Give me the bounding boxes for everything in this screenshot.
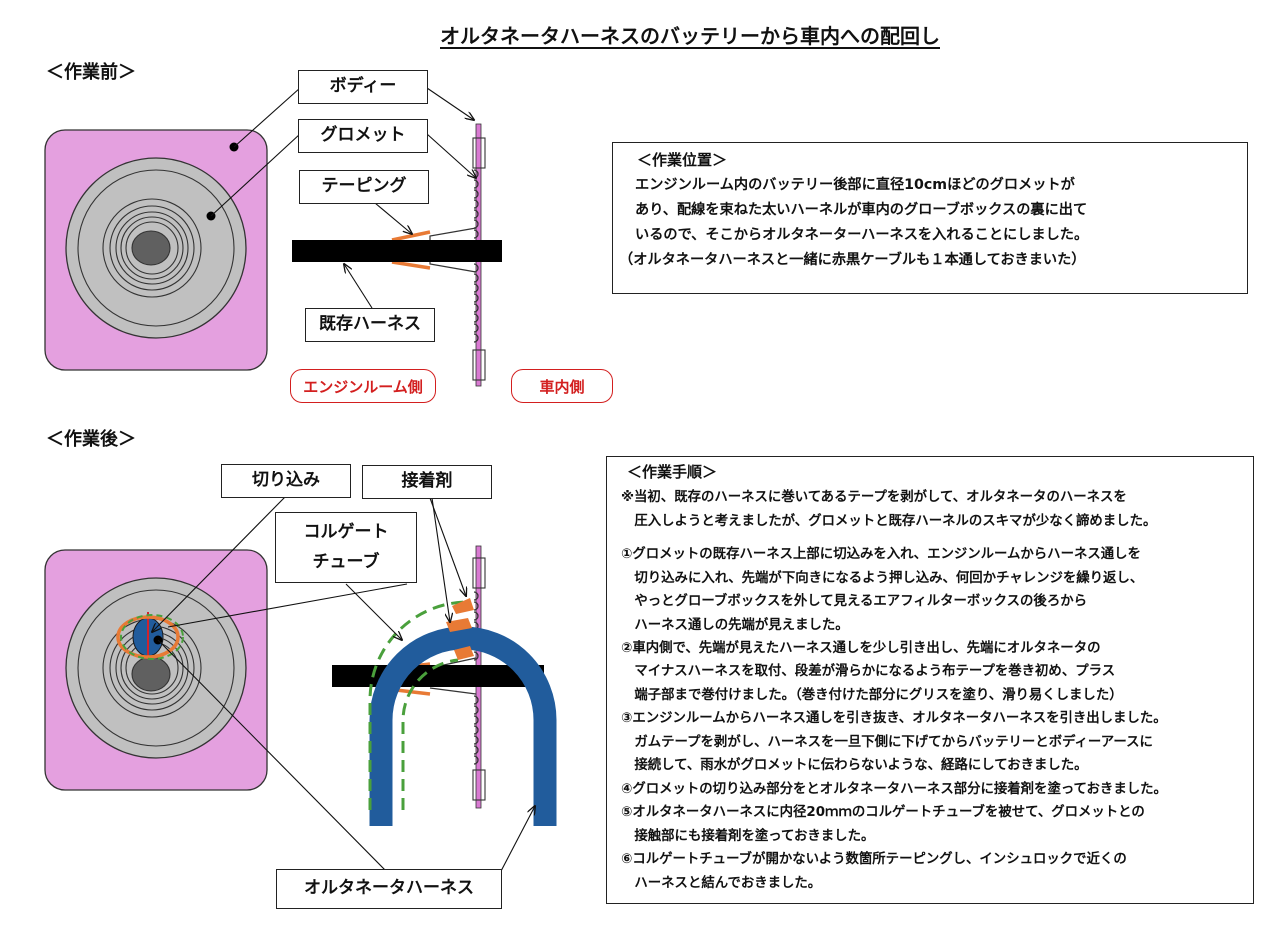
work-procedure-lines: ※当初、既存のハーネスに巻いてあるテープを剥がして、オルタネータのハーネスを 圧… [621,486,1249,895]
after-grommet-front-view [44,496,408,874]
label-cabin-side: 車内側 [511,369,613,403]
label-adhesive: 接着剤 [362,465,492,499]
label-cut: 切り込み [221,464,351,498]
procedure-line: ※当初、既存のハーネスに巻いてあるテープを剥がして、オルタネータのハーネスを [621,490,1127,506]
work-position-line: エンジンルーム内のバッテリー後部に直径10cmほどのグロメットが [635,177,1075,194]
label-corrugate-tube: コルゲート チューブ [275,512,417,583]
work-position-heading: ＜作業位置＞ [637,151,728,169]
procedure-line: ②車内側で、先端が見えたハーネス通しを少し引き出し、先端にオルタネータの [621,640,1101,656]
procedure-line: 端子部まで巻付けました。（巻き付けた部分にグリスを塗り、滑り易くしました） [621,687,1123,703]
procedure-line: ④グロメットの切り込み部分をとオルタネータハーネス部分に接着剤を塗っておきました… [621,781,1167,797]
label-engine-room-side: エンジンルーム側 [290,369,436,403]
procedure-line: ハーネスと結んでおきました。 [621,875,822,891]
after-grommet-section-view [332,497,557,874]
after-section-label: ＜作業後＞ [46,429,136,450]
page-title: オルタネータハーネスのバッテリーから車内への配回し [440,24,940,48]
existing-harness-bar [292,240,502,262]
work-position-box: ＜作業位置＞ エンジンルーム内のバッテリー後部に直径10cmほどのグロメットが … [612,142,1248,294]
label-existing-harness: 既存ハーネス [305,308,435,342]
procedure-line: 接続して、雨水がグロメットに伝わらないような、経路にしておきました。 [621,758,1088,774]
before-grommet-section-view [292,87,502,387]
work-position-line: いるので、そこからオルタネーターハーネスを入れることにしました。 [635,226,1089,243]
procedure-line: やっとグローブボックスを外して見えるエアフィルターボックスの後ろから [621,594,1087,610]
label-taping: テーピング [299,170,429,204]
work-position-line: あり、配線を束ねた太いハーネルが車内のグローブボックスの裏に出て [635,202,1088,219]
work-position-line: （オルタネータハーネスと一緒に赤黒ケーブルも１本通しておきまいた） [619,251,1086,268]
procedure-line: マイナスハーネスを取付、段差が滑らかになるよう布テープを巻き初め、プラス [621,664,1116,680]
procedure-line: 圧入しようと考えましたが、グロメットと既存ハーネルのスキマが少なく諦めました。 [621,513,1157,529]
procedure-line: ③エンジンルームからハーネス通しを引き抜き、オルタネータハーネスを引き出しました… [621,711,1167,727]
work-procedure-heading: ＜作業手順＞ [627,463,718,481]
procedure-line: ⑥コルゲートチューブが開かないよう数箇所テーピングし、インシュロックで近くの [621,852,1127,868]
procedure-line: ハーネス通しの先端が見えました。 [621,617,849,633]
label-corrugate-line1: コルゲート [303,521,389,542]
procedure-line: ①グロメットの既存ハーネス上部に切込みを入れ、エンジンルームからハーネス通しを [621,547,1141,563]
procedure-line: 切り込みに入れ、先端が下向きになるよう押し込み、何回かチャレンジを繰り返し、 [621,570,1144,586]
harness-hole [131,230,171,266]
label-grommet: グロメット [298,119,428,153]
label-corrugate-line2: チューブ [312,551,380,572]
procedure-line: 接触部にも接着剤を塗っておきました。 [621,828,875,844]
work-procedure-box: ＜作業手順＞ ※当初、既存のハーネスに巻いてあるテープを剥がして、オルタネータの… [606,456,1254,904]
procedure-line: ガムテープを剥がし、ハーネスを一旦下側に下げてからバッテリーとボディーアースに [621,734,1153,750]
procedure-line: ⑤オルタネータハーネスに内径20ｍｍのコルゲートチューブを被せて、グロメットとの [621,805,1145,821]
alternator-harness-arch [369,626,557,826]
before-grommet-front-view [44,87,301,371]
before-section-label: ＜作業前＞ [46,62,136,83]
label-alternator-harness: オルタネータハーネス [276,869,502,909]
procedure-spacer [621,533,1249,543]
label-body: ボディー [298,70,428,104]
